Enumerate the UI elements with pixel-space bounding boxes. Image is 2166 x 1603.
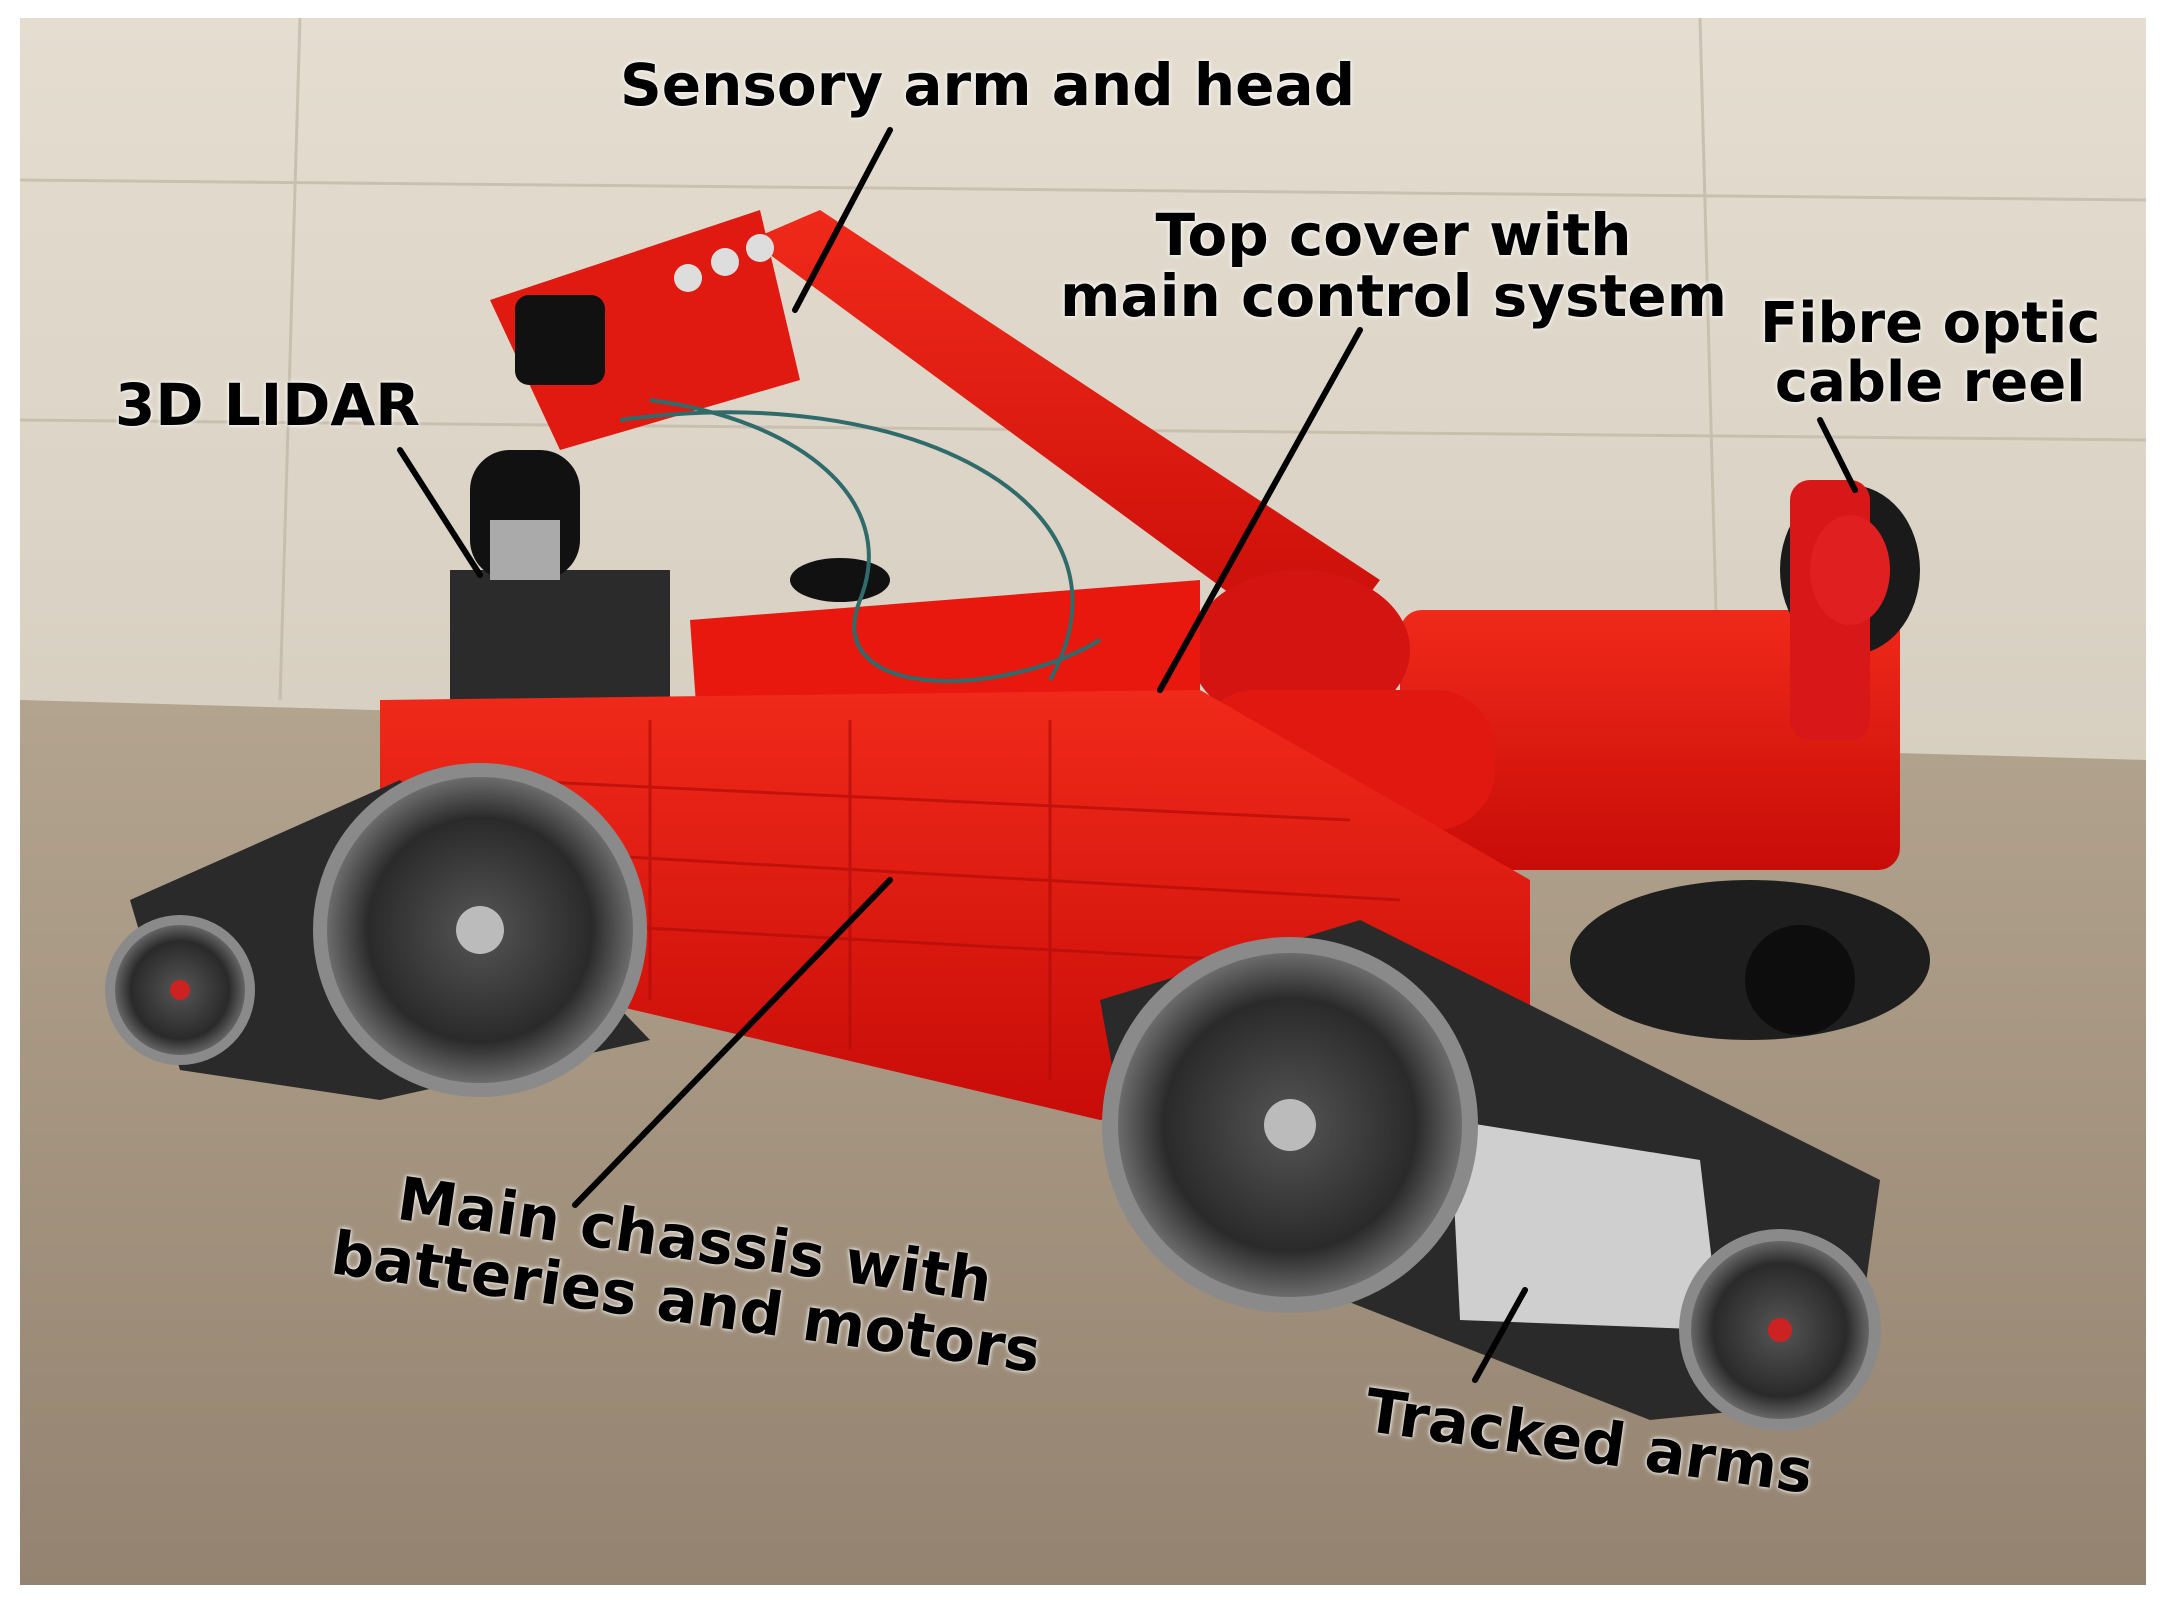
leader-tracked-arms [1472,1287,1528,1383]
front-track-left [105,763,650,1100]
leader-sensory-arm [792,127,893,313]
label-sensory-arm-and-head: Sensory arm and head [620,51,1356,119]
fibre-optic-reel [1780,480,1920,740]
label-fibre-optic: Fibre optic cable reel [1760,291,2101,415]
front-track-right [1100,920,1881,1431]
label-fibre-optic-line-2: cable reel [1774,349,2086,415]
rear-chassis [1400,610,1900,870]
leader-top-cover [1157,327,1363,693]
label-top-cover-line-2: main control system [1060,261,1728,330]
label-3d-lidar: 3D LIDAR [115,371,420,439]
sensory-arm [750,210,1380,660]
callout-lines [397,127,1858,1383]
leader-main-chassis [572,877,893,1208]
lidar-unit [450,450,670,700]
label-fibre-optic-line-1: Fibre optic [1760,291,2101,356]
sensory-head [490,210,800,450]
label-top-cover: Top cover with main control system [1060,205,1727,327]
leader-fibre-optic [1817,417,1858,493]
label-top-cover-line-1: Top cover with [1155,201,1632,269]
leader-lidar [397,447,483,578]
